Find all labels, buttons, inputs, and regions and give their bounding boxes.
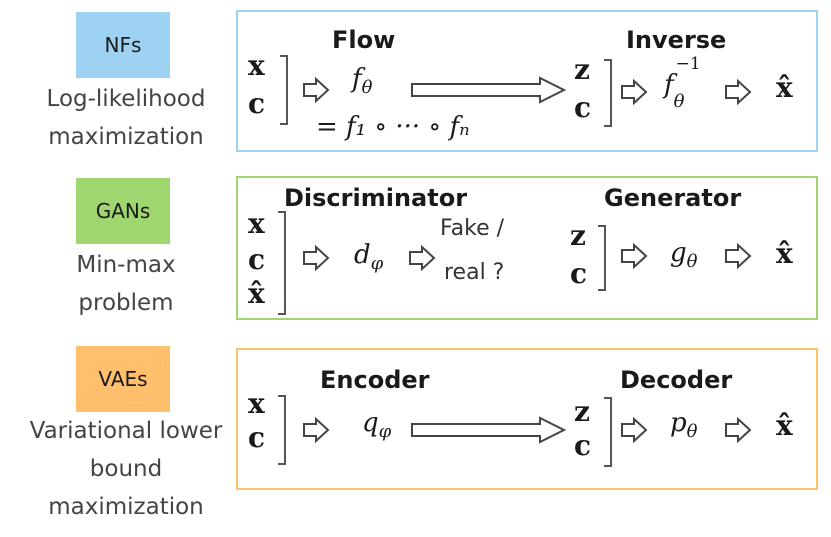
vaes-enc-sub: φ <box>378 421 392 443</box>
gans-generator-function: gθ <box>670 240 698 271</box>
nfs-arrow-3 <box>725 80 751 104</box>
gans-decision-line-1: Fake / <box>440 216 505 241</box>
nfs-output-xhat: x̂ <box>776 71 793 104</box>
nfs-inverse-sub: θ <box>673 91 685 113</box>
nfs-chip: NFs <box>76 12 170 78</box>
vaes-latent-z: z <box>574 395 590 428</box>
nfs-inverse-f: f <box>664 70 674 100</box>
gans-chip: GANs <box>76 178 170 244</box>
vaes-desc-line-3: maximization <box>48 494 204 520</box>
nfs-inverse-function: f−1 θ <box>664 56 701 111</box>
vaes-panel <box>236 348 818 490</box>
vaes-output-xhat: x̂ <box>776 409 793 442</box>
gans-right-heading: Generator <box>604 184 742 212</box>
gans-input-xhat: x̂ <box>248 277 265 310</box>
gans-desc-line-2: problem <box>78 290 174 316</box>
nfs-description: Log-likelihood maximization <box>0 80 252 156</box>
gans-latent-z: z <box>570 219 586 252</box>
nfs-desc-line-1: Log-likelihood <box>46 86 206 112</box>
gans-arrow-3 <box>621 244 647 268</box>
nfs-arrow-1 <box>303 78 329 102</box>
vaes-input-x: x <box>248 387 265 420</box>
nfs-flow-sub: θ <box>361 77 373 99</box>
gans-chip-label: GANs <box>95 199 151 223</box>
gans-left-heading: Discriminator <box>284 184 468 212</box>
nfs-left-heading: Flow <box>332 26 396 54</box>
vaes-chip: VAEs <box>76 346 170 412</box>
vaes-encoder-function: qφ <box>362 410 391 441</box>
gans-desc-line-1: Min-max <box>76 252 176 278</box>
gans-gen-g: g <box>670 238 687 268</box>
gans-input-bracket <box>278 211 286 315</box>
vaes-description: Variational lower bound maximization <box>0 412 252 526</box>
vaes-long-arrow <box>411 416 567 444</box>
nfs-panel <box>236 10 818 152</box>
vaes-latent-bracket <box>604 397 612 467</box>
vaes-dec-p: p <box>670 408 687 438</box>
nfs-latent-c: c <box>574 91 592 124</box>
nfs-flow-f: f <box>352 64 362 94</box>
vaes-dec-sub: θ <box>686 421 698 443</box>
gans-discriminator-function: dφ <box>354 242 383 273</box>
vaes-chip-label: VAEs <box>98 367 148 391</box>
gans-description: Min-max problem <box>0 246 252 322</box>
gans-gen-sub: θ <box>686 251 698 273</box>
nfs-right-heading: Inverse <box>626 26 727 54</box>
vaes-enc-q: q <box>362 408 379 438</box>
vaes-decoder-function: pθ <box>670 410 698 441</box>
nfs-desc-line-2: maximization <box>48 124 204 150</box>
gans-disc-sub: φ <box>370 253 384 275</box>
nfs-composition: = f₁ ∘ ··· ∘ fₙ <box>316 112 470 142</box>
gans-decision-line-2: real ? <box>444 260 505 285</box>
vaes-arrow-3 <box>725 418 751 442</box>
nfs-flow-function: fθ <box>352 66 372 97</box>
gans-arrow-4 <box>725 244 751 268</box>
vaes-desc-line-2: bound <box>89 456 163 482</box>
vaes-right-heading: Decoder <box>620 366 733 394</box>
nfs-latent-bracket <box>604 59 612 127</box>
gans-arrow-2 <box>409 246 435 270</box>
vaes-left-heading: Encoder <box>320 366 430 394</box>
vaes-arrow-1 <box>303 418 329 442</box>
gans-disc-d: d <box>354 240 371 270</box>
gans-input-c: c <box>248 243 266 276</box>
gans-arrow-1 <box>303 246 329 270</box>
gans-input-x: x <box>248 207 265 240</box>
nfs-input-x: x <box>248 49 265 82</box>
gans-latent-c: c <box>570 257 588 290</box>
nfs-latent-z: z <box>574 53 590 86</box>
gans-panel <box>236 176 818 320</box>
nfs-long-arrow <box>411 76 567 104</box>
nfs-input-c: c <box>248 87 266 120</box>
nfs-chip-label: NFs <box>104 33 142 57</box>
vaes-arrow-2 <box>621 418 647 442</box>
nfs-arrow-2 <box>621 80 647 104</box>
vaes-desc-line-1: Variational lower <box>29 418 223 444</box>
gans-output-xhat: x̂ <box>776 237 793 270</box>
nfs-inverse-sup: −1 <box>675 54 701 74</box>
vaes-input-c: c <box>248 421 266 454</box>
gans-latent-bracket <box>598 225 606 291</box>
vaes-latent-c: c <box>574 429 592 462</box>
vaes-input-bracket <box>278 395 286 465</box>
nfs-input-bracket <box>280 55 288 125</box>
